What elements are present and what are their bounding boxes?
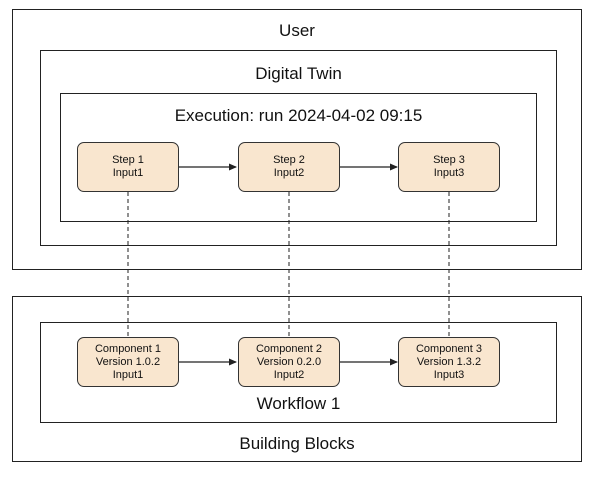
component-2-name: Component 2 — [255, 342, 323, 355]
user-frame: User — [12, 9, 582, 270]
component-1-version: Version 1.0.2 — [95, 355, 161, 368]
component-node-3[interactable]: Component 3 Version 1.3.2 Input3 — [398, 337, 500, 387]
component-1-input: Input1 — [112, 368, 144, 381]
component-3-version: Version 1.3.2 — [416, 355, 482, 368]
component-1-name: Component 1 — [94, 342, 162, 355]
digital-twin-title: Digital Twin — [255, 64, 342, 83]
step-node-1[interactable]: Step 1 Input1 — [77, 142, 179, 192]
digital-twin-frame: Digital Twin — [40, 50, 557, 246]
step-1-input: Input1 — [112, 167, 144, 179]
step-3-name: Step 3 — [433, 154, 465, 166]
step-node-2[interactable]: Step 2 Input2 — [238, 142, 340, 192]
workflow-title: Workflow 1 — [256, 394, 341, 413]
component-2-input: Input2 — [273, 368, 305, 381]
component-node-2[interactable]: Component 2 Version 0.2.0 Input2 — [238, 337, 340, 387]
component-node-1[interactable]: Component 1 Version 1.0.2 Input1 — [77, 337, 179, 387]
step-1-name: Step 1 — [112, 154, 144, 166]
step-3-input: Input3 — [433, 167, 465, 179]
component-3-input: Input3 — [433, 368, 465, 381]
user-title: User — [279, 21, 315, 40]
step-node-3[interactable]: Step 3 Input3 — [398, 142, 500, 192]
workflow-frame: Workflow 1 — [40, 322, 557, 423]
building-blocks-title: Building Blocks — [239, 434, 355, 453]
step-2-input: Input2 — [273, 167, 305, 179]
step-2-name: Step 2 — [273, 154, 305, 166]
component-2-version: Version 0.2.0 — [256, 355, 322, 368]
component-3-name: Component 3 — [415, 342, 483, 355]
execution-title: Execution: run 2024-04-02 09:15 — [174, 106, 423, 125]
building-blocks-frame: Building Blocks — [12, 296, 582, 462]
execution-frame: Execution: run 2024-04-02 09:15 — [60, 93, 537, 222]
